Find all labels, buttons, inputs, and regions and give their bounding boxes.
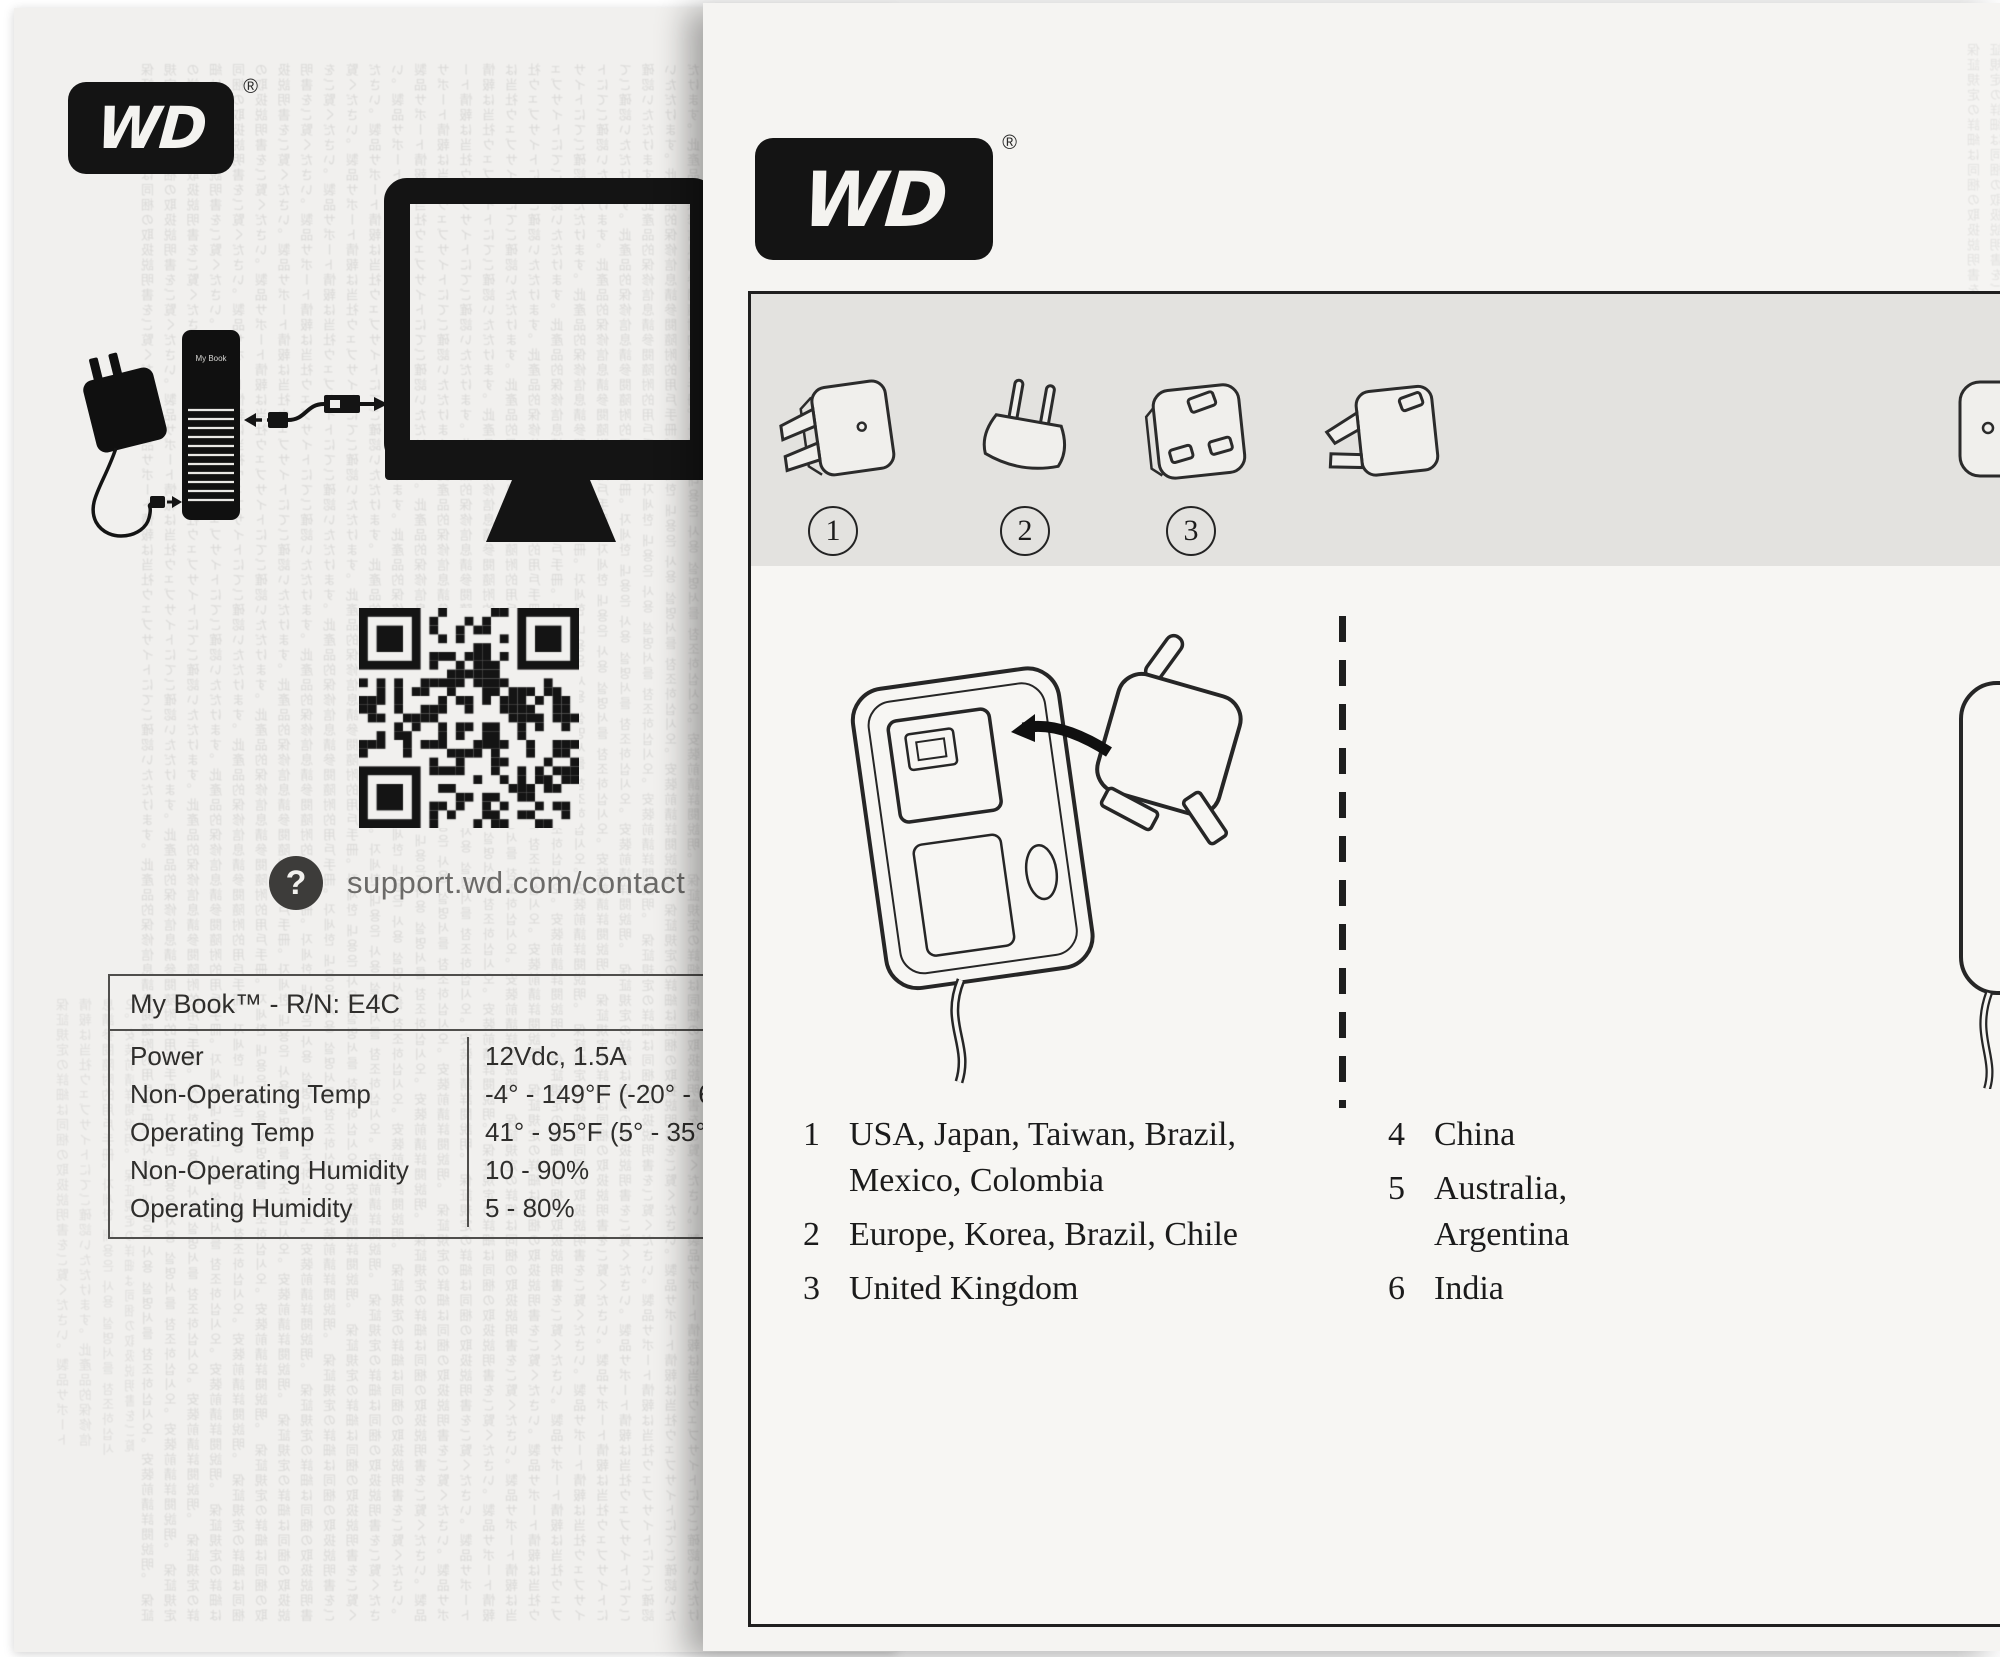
dashed-divider xyxy=(1339,616,1346,1108)
spec-label: Power xyxy=(130,1041,204,1071)
registered-trademark: ® xyxy=(243,76,258,98)
usb-cable-illustration xyxy=(244,395,388,428)
spec-label: Operating Temp xyxy=(130,1117,315,1147)
drive-grille xyxy=(188,408,234,502)
spec-label: Non-Operating Humidity xyxy=(130,1155,409,1185)
plug-number-badge: 3 xyxy=(1166,506,1216,556)
plug-number-badge: 1 xyxy=(808,506,858,556)
plug-option-1: 1 xyxy=(758,360,908,556)
plug-option-2: 2 xyxy=(950,360,1100,556)
spec-table: My Book™ - R/N: E4C Power Non-Operating … xyxy=(108,974,774,1239)
plug-type-c-eu-icon xyxy=(982,378,1067,470)
country-list-item: 6 India xyxy=(1388,1266,1808,1312)
support-url: support.wd.com/contact xyxy=(347,865,686,900)
country-item-number: 1 xyxy=(803,1116,820,1153)
plug-option-partial xyxy=(1943,360,2000,490)
country-list-left: 1 USA, Japan, Taiwan, Brazil, Mexico, Co… xyxy=(803,1112,1323,1320)
wd-logo-text: WD xyxy=(799,154,949,244)
spec-value: -4° - 149°F (-20° - 65 xyxy=(485,1079,728,1109)
plug-types-band: 1 2 xyxy=(751,294,2000,566)
country-item-number: 3 xyxy=(803,1270,820,1307)
plug-type-g-uk-icon xyxy=(1144,383,1247,480)
country-item-text: China xyxy=(1434,1116,1516,1153)
plug-type-i-cn-icon xyxy=(1324,384,1440,477)
spec-table-title: My Book™ - R/N: E4C xyxy=(110,976,772,1031)
country-list-item: 3 United Kingdom xyxy=(803,1266,1323,1312)
country-list-item: 2 Europe, Korea, Brazil, Chile xyxy=(803,1212,1323,1258)
country-item-number: 4 xyxy=(1388,1116,1405,1153)
spec-label: Non-Operating Temp xyxy=(130,1079,371,1109)
wd-logo-text: WD xyxy=(94,94,208,162)
plug-partial-icon xyxy=(1958,380,2000,478)
country-item-number: 2 xyxy=(803,1216,820,1253)
spec-value: 12Vdc, 1.5A xyxy=(485,1041,627,1071)
country-item-number: 5 xyxy=(1388,1170,1405,1207)
uk-plug-piece xyxy=(1095,633,1243,846)
spec-label: Operating Humidity xyxy=(130,1193,353,1223)
spec-value: 5 - 80% xyxy=(485,1193,575,1223)
adapter-assembly-figure xyxy=(850,633,1243,1084)
question-mark-icon: ? xyxy=(269,856,323,910)
country-list-item: 1 USA, Japan, Taiwan, Brazil, Mexico, Co… xyxy=(803,1112,1323,1204)
country-item-text: Australia, Argentina xyxy=(1434,1170,1570,1253)
adapter-release-button xyxy=(1024,844,1059,901)
power-adapter-illustration xyxy=(83,352,182,538)
spec-value: 10 - 90% xyxy=(485,1155,590,1185)
country-list-item: 5 Australia, Argentina xyxy=(1388,1166,1808,1258)
plug-selection-figure: 1 2 xyxy=(748,291,2000,1627)
qr-code xyxy=(359,608,579,828)
wd-logo-badge: WD xyxy=(755,138,993,260)
spec-table-body: Power Non-Operating Temp Operating Temp … xyxy=(110,1031,772,1237)
right-page: 保証規定の詳細は同梱の取扱説明書をご覧ください。製品サポート情報は当社ウェブサイ… xyxy=(703,3,2000,1651)
spec-label-column: Power Non-Operating Temp Operating Temp … xyxy=(110,1037,467,1227)
plug-type-a-us-icon xyxy=(779,379,896,477)
country-item-number: 6 xyxy=(1388,1270,1405,1307)
country-list-item: 4 China xyxy=(1388,1112,1808,1158)
my-book-drive-illustration: My Book xyxy=(182,330,240,520)
wd-logo-badge: WD xyxy=(68,82,234,174)
support-contact: ? support.wd.com/contact xyxy=(269,856,685,910)
country-item-text: USA, Japan, Taiwan, Brazil, Mexico, Colo… xyxy=(849,1116,1236,1199)
spec-value-column: 12Vdc, 1.5A -4° - 149°F (-20° - 65 41° -… xyxy=(467,1037,772,1227)
drive-label: My Book xyxy=(195,354,227,363)
monitor-illustration xyxy=(384,178,716,542)
country-item-text: India xyxy=(1434,1270,1504,1307)
country-list-right: 4 China 5 Australia, Argentina 6 India xyxy=(1388,1112,1808,1320)
wd-logo: WD ® xyxy=(68,76,258,174)
wd-logo: WD ® xyxy=(755,132,1017,260)
country-item-text: United Kingdom xyxy=(849,1270,1079,1307)
adapter-socket xyxy=(886,707,1003,824)
plug-option-4 xyxy=(1303,360,1453,490)
plug-number-badge: 2 xyxy=(1000,506,1050,556)
country-item-text: Europe, Korea, Brazil, Chile xyxy=(849,1216,1238,1253)
adapter-assembly-figure-partial xyxy=(1959,681,2000,1089)
setup-diagram: My Book xyxy=(83,178,716,542)
plug-option-3: 3 xyxy=(1116,360,1266,556)
spec-value: 41° - 95°F (5° - 35°C xyxy=(485,1117,725,1147)
registered-trademark: ® xyxy=(1002,132,1017,154)
